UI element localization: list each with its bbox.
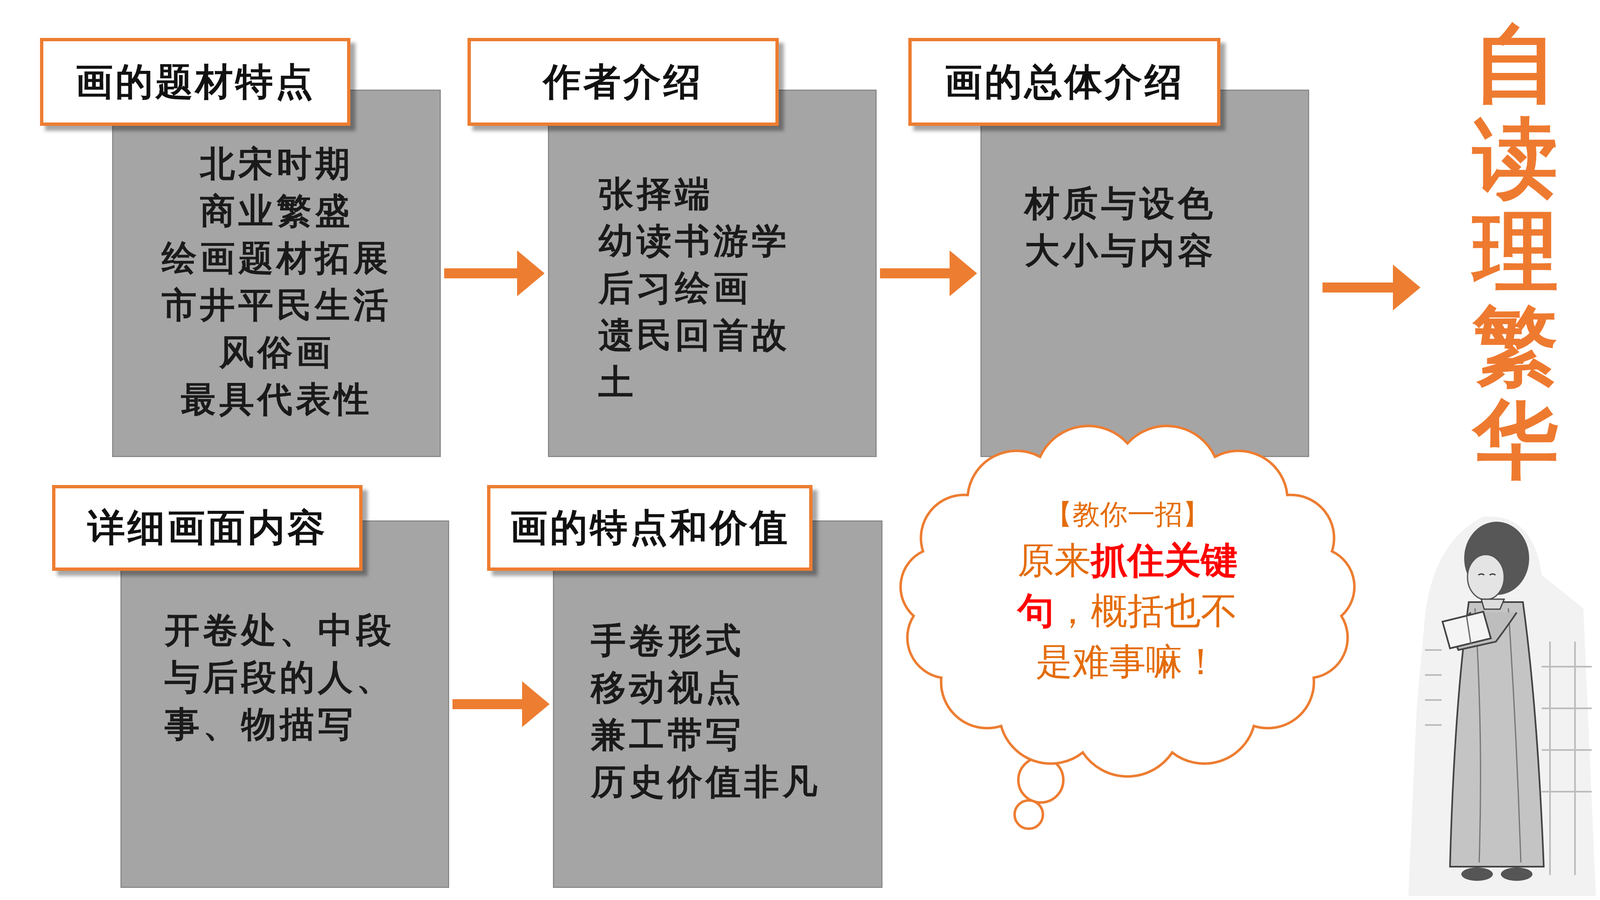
topic-box: 画的题材特点北宋时期 商业繁盛 绘画题材拓展 市井平民生活 风俗画 最具代表性 xyxy=(112,89,441,458)
box-heading: 画的题材特点 xyxy=(75,56,316,108)
topic-box: 画的特点和价值手卷形式 移动视点 兼工带写 历史价值非凡 xyxy=(552,520,883,888)
box-heading: 详细画面内容 xyxy=(87,502,328,554)
flow-arrow xyxy=(880,268,950,279)
orange-arrow xyxy=(1322,264,1421,311)
callout-cloud: 【教你一招】原来抓住关键句，概括也不是难事嘛！ xyxy=(882,413,1373,786)
topic-box: 作者介绍张择端 幼读书游学 后习绘画 遗民回首故土 xyxy=(547,89,877,458)
box-heading: 画的总体介绍 xyxy=(944,56,1185,108)
heading-tab: 画的总体介绍 xyxy=(908,37,1221,126)
text-line: 手卷形式 xyxy=(590,616,845,664)
cloud-path xyxy=(900,425,1355,777)
text-line: 材质与设色 xyxy=(1024,179,1265,227)
topic-box: 画的总体介绍材质与设色 大小与内容 xyxy=(980,89,1310,458)
box-heading: 作者介绍 xyxy=(543,56,704,108)
text-line: 市井平民生活 xyxy=(125,281,428,329)
heading-tab: 作者介绍 xyxy=(467,37,779,126)
box-body-text: 手卷形式 移动视点 兼工带写 历史价值非凡 xyxy=(554,521,882,805)
text-line: 兼工带写 xyxy=(590,710,845,758)
girl-illustration xyxy=(1408,516,1596,896)
text-line: 北宋时期 xyxy=(125,140,428,188)
flow-arrow xyxy=(452,699,523,710)
text-line: 开卷处、中段与后段的人、事、物描写 xyxy=(164,606,413,748)
text-line: 历史价值非凡 xyxy=(590,757,845,805)
text-line: 风俗画 xyxy=(125,328,428,376)
text-line: 大小与内容 xyxy=(1024,226,1265,274)
box-heading: 画的特点和价值 xyxy=(510,502,790,554)
text-line: 后习绘画 xyxy=(598,264,827,312)
cloud-text-area: 【教你一招】原来抓住关键句，概括也不是难事嘛！ xyxy=(882,413,1373,687)
text-line: 遗民回首故土 xyxy=(598,311,827,406)
heading-tab: 画的题材特点 xyxy=(40,37,351,126)
vertical-title: 自读理繁华 xyxy=(1472,16,1559,487)
heading-tab: 详细画面内容 xyxy=(52,485,363,571)
box-body-text: 北宋时期 商业繁盛 绘画题材拓展 市井平民生活 风俗画 最具代表性 xyxy=(113,90,440,423)
box-body-text: 材质与设色 大小与内容 xyxy=(981,90,1308,274)
heading-tab: 画的特点和价值 xyxy=(487,485,813,571)
text-line: 张择端 xyxy=(598,170,827,218)
flow-arrow xyxy=(444,268,518,279)
text-line: 幼读书游学 xyxy=(598,217,827,265)
topic-box: 详细画面内容开卷处、中段与后段的人、事、物描写 xyxy=(120,520,450,888)
tip-heading: 【教你一招】 xyxy=(1006,496,1249,533)
tip-text: 原来抓住关键句，概括也不是难事嘛！ xyxy=(1006,535,1249,687)
box-body-text: 开卷处、中段与后段的人、事、物描写 xyxy=(121,521,448,748)
box-body-text: 张择端 幼读书游学 后习绘画 遗民回首故土 xyxy=(549,90,876,406)
thought-bubble xyxy=(1014,800,1043,829)
text-line: 商业繁盛 xyxy=(125,187,428,235)
text-line: 移动视点 xyxy=(590,663,845,711)
text-line: 绘画题材拓展 xyxy=(125,234,428,282)
text-line: 最具代表性 xyxy=(125,375,428,423)
